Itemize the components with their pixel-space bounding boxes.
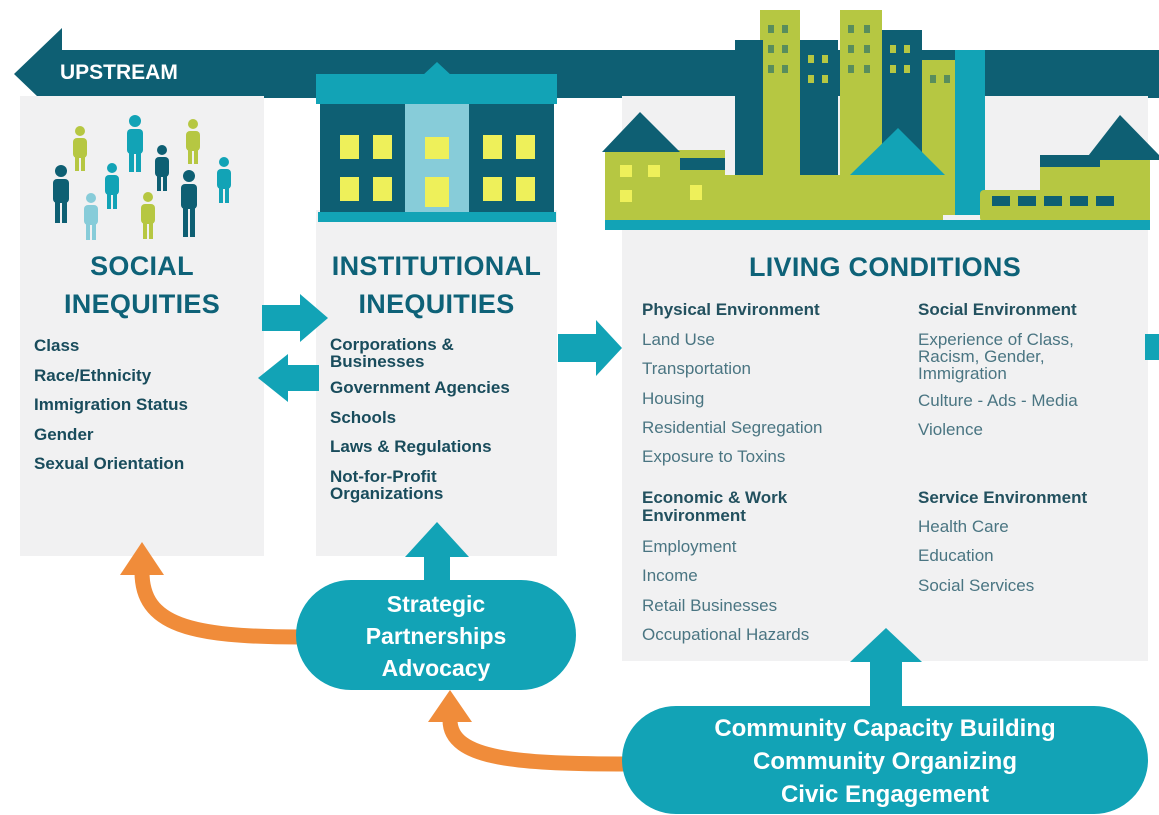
list-item: Immigration Status: [34, 395, 188, 414]
upstream-label: UPSTREAM: [60, 61, 178, 84]
list-item: Employment: [642, 537, 737, 556]
list-item: Exposure to Toxins: [642, 447, 786, 467]
pill-line: Community Organizing: [753, 748, 1017, 775]
list-item: Transportation: [642, 359, 751, 379]
economic-list: Employment Income Retail Businesses Occu…: [642, 532, 809, 649]
city-skyline-icon: [602, 10, 1159, 230]
orange-arrow-to-social: [134, 571, 301, 645]
institutional-items-list: Corporations & Businesses Government Age…: [330, 330, 530, 505]
list-item: Government Agencies: [330, 378, 510, 397]
social-title-line1: SOCIAL: [90, 251, 194, 281]
list-item: Not-for-Profit Organizations: [330, 466, 444, 503]
list-item: Culture - Ads - Media: [918, 391, 1078, 410]
list-item: Health Care: [918, 517, 1009, 536]
list-item: Race/Ethnicity: [34, 365, 152, 385]
social-items-list: Class Race/Ethnicity Immigration Status …: [34, 331, 188, 479]
pill-line: Partnerships: [365, 623, 507, 649]
pill-line: Civic Engagement: [780, 781, 990, 808]
institution-building-icon: [316, 62, 557, 222]
list-item: Gender: [34, 424, 94, 444]
list-item: Residential Segregation: [642, 417, 823, 437]
arrow-social-to-institutional: [262, 294, 328, 342]
list-item: Land Use: [642, 330, 715, 349]
list-item: Education: [918, 546, 994, 566]
arrow-up-to-living: [850, 628, 922, 710]
institutional-panel: [316, 210, 557, 556]
arrow-living-continue: [1145, 334, 1159, 360]
physical-heading: Physical Environment: [642, 300, 820, 319]
economic-heading: Economic & Work Environment: [642, 488, 788, 525]
list-item: Sexual Orientation: [34, 454, 185, 473]
list-item: Laws & Regulations: [330, 437, 492, 456]
institutional-title-line2: INEQUITIES: [358, 289, 515, 319]
pill-line: Community Capacity Building: [714, 715, 1056, 742]
physical-list: Land Use Transportation Housing Resident…: [642, 325, 823, 471]
list-item: Housing: [642, 388, 705, 408]
list-item: Occupational Hazards: [642, 624, 810, 644]
people-icon: [53, 115, 231, 240]
list-item: Schools: [330, 407, 397, 427]
service-environment-list: Health Care Education Social Services: [918, 512, 1034, 600]
strategic-partnerships-pill: Strategic Partnerships Advocacy: [296, 580, 576, 690]
list-item: Income: [642, 566, 698, 586]
service-environment-heading: Service Environment: [918, 488, 1088, 507]
list-item: Retail Businesses: [642, 595, 778, 615]
community-capacity-pill: Community Capacity Building Community Or…: [622, 706, 1148, 814]
pill-line: Strategic: [386, 591, 486, 617]
list-item: Corporations & Businesses: [330, 335, 454, 371]
orange-arrow-to-strategic: [442, 719, 631, 772]
orange-arrowhead-social: [120, 542, 164, 575]
living-title: LIVING CONDITIONS: [748, 252, 1022, 282]
institutional-title-line1: INSTITUTIONAL: [331, 251, 542, 281]
pill-line: Advocacy: [381, 655, 491, 681]
arrow-institutional-to-social: [258, 354, 319, 402]
arrow-institutional-to-living: [558, 320, 622, 376]
list-item: Violence: [918, 420, 983, 440]
list-item: Experience of Class, Racism, Gender, Imm…: [918, 330, 1074, 383]
list-item: Class: [34, 336, 80, 355]
social-environment-heading: Social Environment: [918, 300, 1077, 319]
social-title-line2: INEQUITIES: [63, 289, 221, 319]
orange-arrowhead-strategic: [428, 690, 472, 722]
list-item: Social Services: [918, 575, 1035, 595]
social-environment-list: Experience of Class, Racism, Gender, Imm…: [918, 325, 1118, 445]
